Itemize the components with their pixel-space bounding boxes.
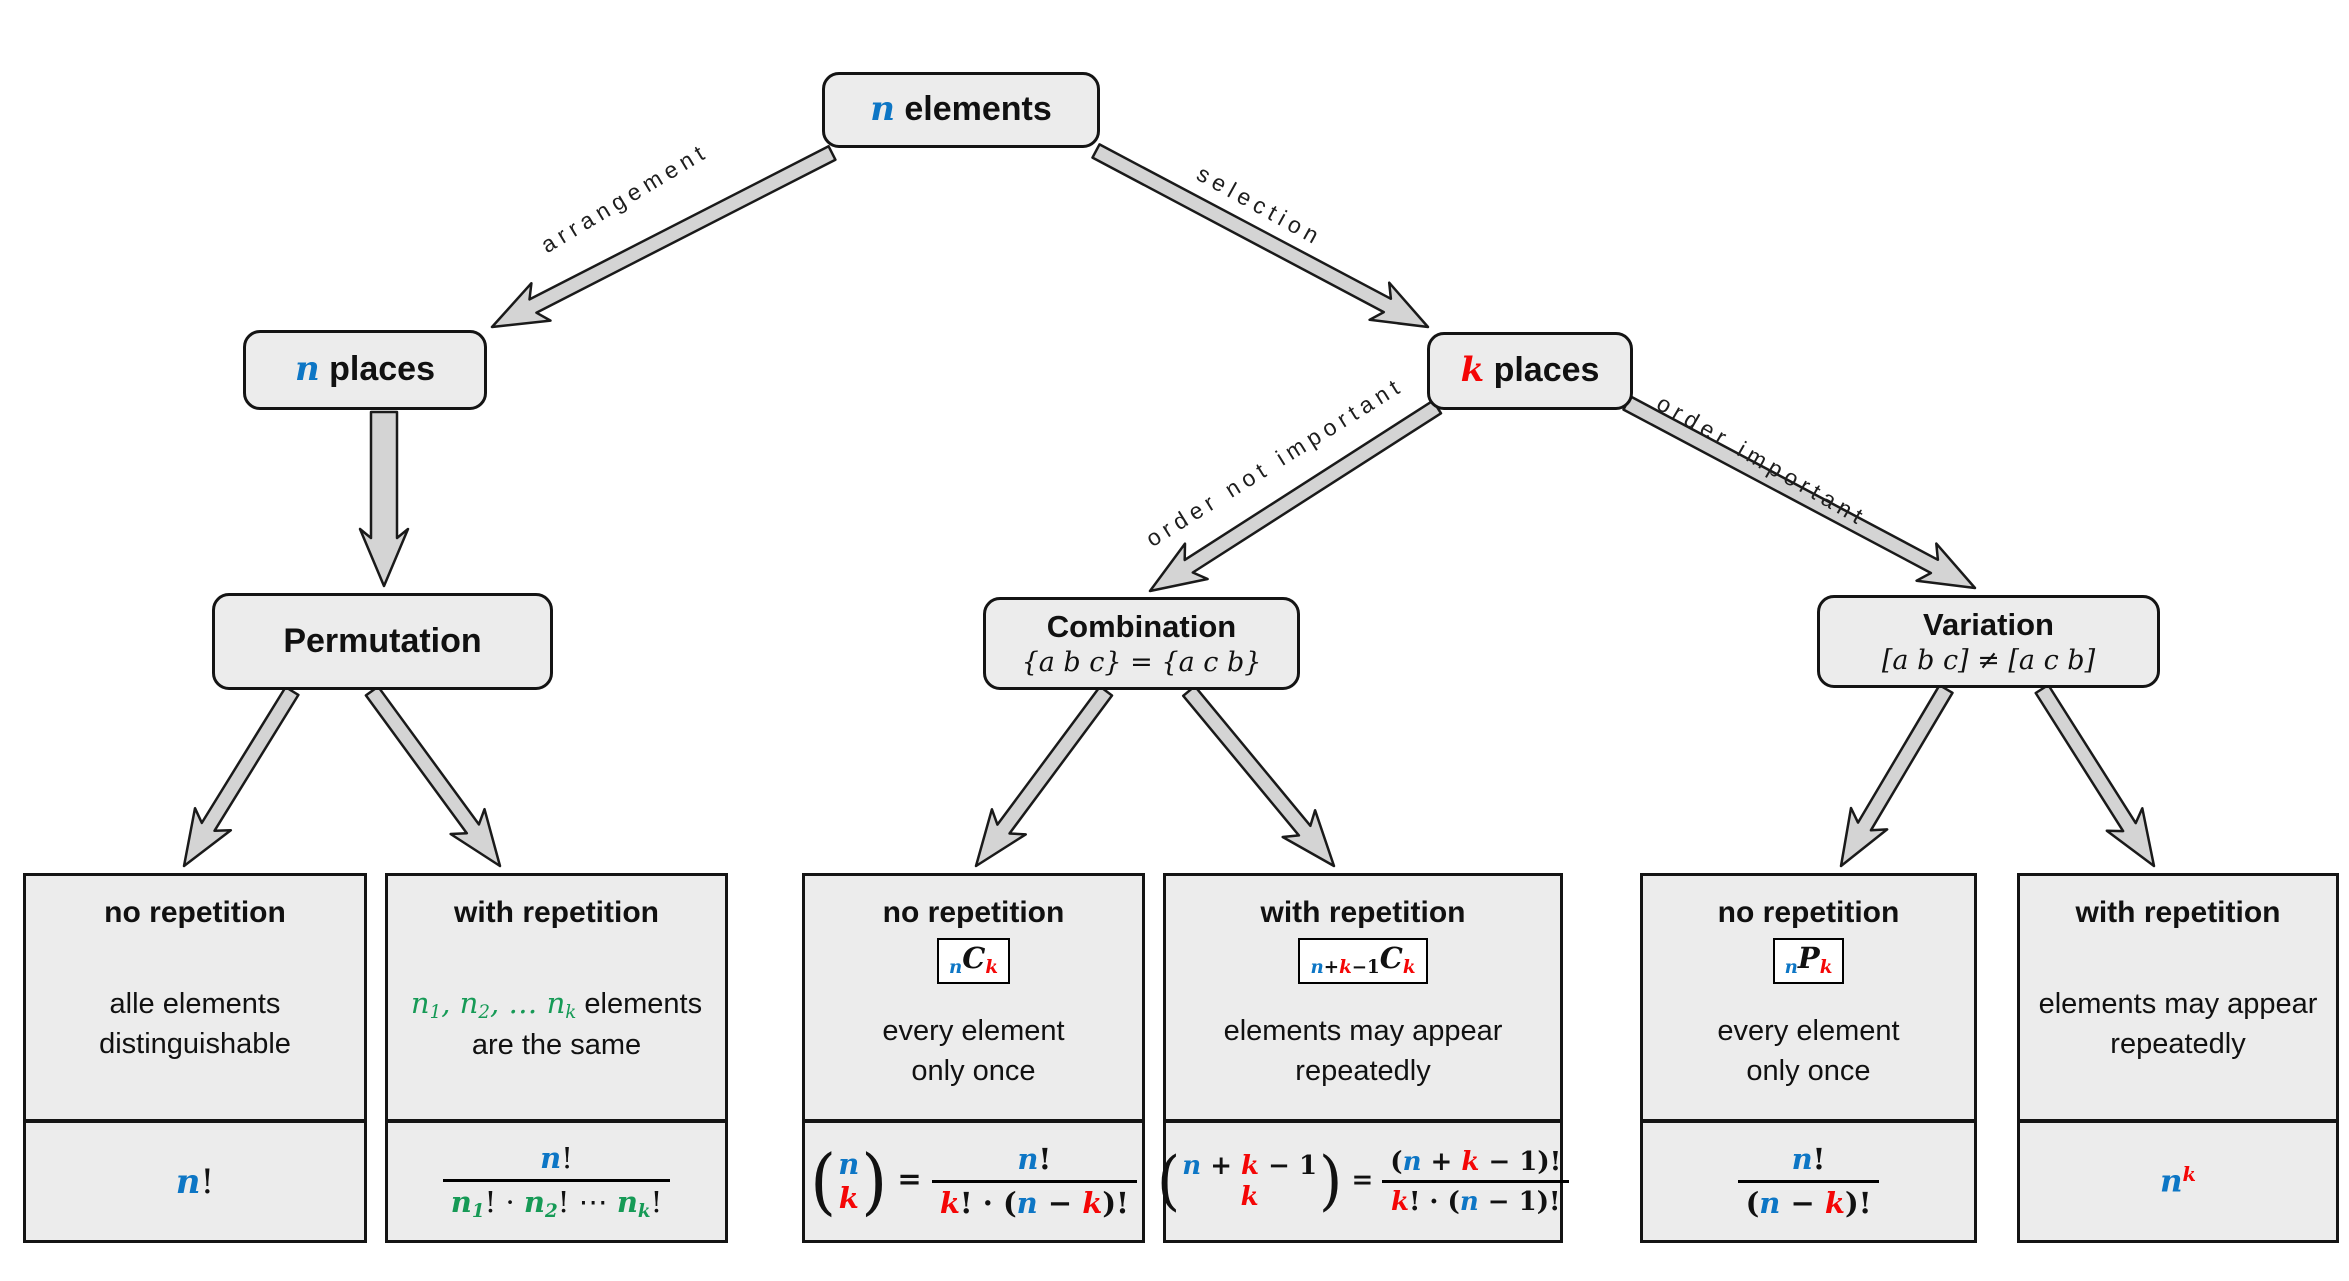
leaf-header: no repetition bbox=[104, 896, 286, 929]
node-variation-subtitle: [a b c] ≠ [a c b] bbox=[1881, 644, 2096, 676]
formula-badge-nCk: nCk bbox=[936, 938, 1011, 985]
node-n-elements-title: n elements bbox=[870, 89, 1052, 130]
leaf-variation-no-repetition: no repetition nPk every element only onc… bbox=[1640, 873, 1977, 1243]
node-k-places-title: k places bbox=[1460, 350, 1600, 391]
leaf-description: alle elements distinguishable bbox=[99, 988, 291, 1060]
leaf-description: elements may appear repeatedly bbox=[2038, 988, 2318, 1060]
leaf-header: no repetition bbox=[882, 896, 1065, 929]
leaf-permutation-with-repetition: with repetition n1, n2, … nk elements ar… bbox=[385, 873, 728, 1243]
leaf-description: every element only once bbox=[1717, 1015, 1900, 1087]
leaf-permutation-no-repetition: no repetition alle elements distinguisha… bbox=[23, 873, 367, 1243]
arrow-variation-to-with-repetition bbox=[2034, 683, 2156, 868]
formula-badge-n+k-1Ck: n+k−1Ck bbox=[1298, 938, 1428, 985]
leaf-variation-with-repetition: with repetition elements may appear repe… bbox=[2017, 873, 2339, 1243]
node-k-places: k places bbox=[1427, 332, 1633, 410]
arrow-combination-to-with-repetition bbox=[1181, 684, 1336, 868]
node-variation: Variation [a b c] ≠ [a c b] bbox=[1817, 595, 2160, 688]
node-combination-title: Combination bbox=[1046, 609, 1237, 645]
node-permutation: Permutation bbox=[212, 593, 553, 690]
leaf-header: with repetition bbox=[2075, 896, 2281, 929]
formula-badge-nPk: nPk bbox=[1772, 938, 1845, 985]
node-n-places: n places bbox=[243, 330, 487, 410]
leaf-formula: n!n1! · n2! ⋯ nk! bbox=[388, 1123, 725, 1240]
leaf-formula: nk bbox=[2159, 1163, 2197, 1200]
leaf-description: elements may appear repeatedly bbox=[1223, 1015, 1503, 1087]
node-variation-title: Variation bbox=[1923, 607, 2054, 643]
arrow-variation-to-no-repetition bbox=[1839, 683, 1954, 868]
node-combination-subtitle: {a b c} = {a c b} bbox=[1021, 646, 1262, 678]
node-n-elements: n elements bbox=[822, 72, 1100, 148]
arrow-k-places-to-variation bbox=[1622, 395, 1977, 590]
arrow-n-places-to-permutation bbox=[358, 410, 410, 588]
arrow-combination-to-no-repetition bbox=[974, 685, 1114, 868]
arrow-permutation-to-with-repetition bbox=[364, 685, 502, 868]
arrow-n-elements-to-k-places bbox=[1091, 143, 1430, 329]
leaf-formula: n! bbox=[175, 1161, 215, 1202]
node-n-places-title: n places bbox=[294, 349, 436, 390]
leaf-description: n1, n2, … nk elements are the same bbox=[410, 986, 703, 1061]
leaf-formula: n!(n − k)! bbox=[1643, 1123, 1974, 1240]
node-permutation-title: Permutation bbox=[283, 621, 482, 660]
leaf-combination-no-repetition: no repetition nCk every element only onc… bbox=[802, 873, 1145, 1243]
node-combination: Combination {a b c} = {a c b} bbox=[983, 597, 1300, 690]
leaf-combination-with-repetition: with repetition n+k−1Ck elements may app… bbox=[1157, 873, 1570, 1243]
leaf-header: no repetition bbox=[1717, 896, 1900, 929]
arrow-k-places-to-combination bbox=[1148, 399, 1443, 593]
leaf-header: with repetition bbox=[1260, 896, 1466, 929]
arrow-permutation-to-no-repetition bbox=[182, 685, 300, 868]
arrow-n-elements-to-n-places bbox=[490, 145, 837, 329]
leaf-header: with repetition bbox=[454, 896, 659, 929]
leaf-description: every element only once bbox=[882, 1015, 1065, 1087]
